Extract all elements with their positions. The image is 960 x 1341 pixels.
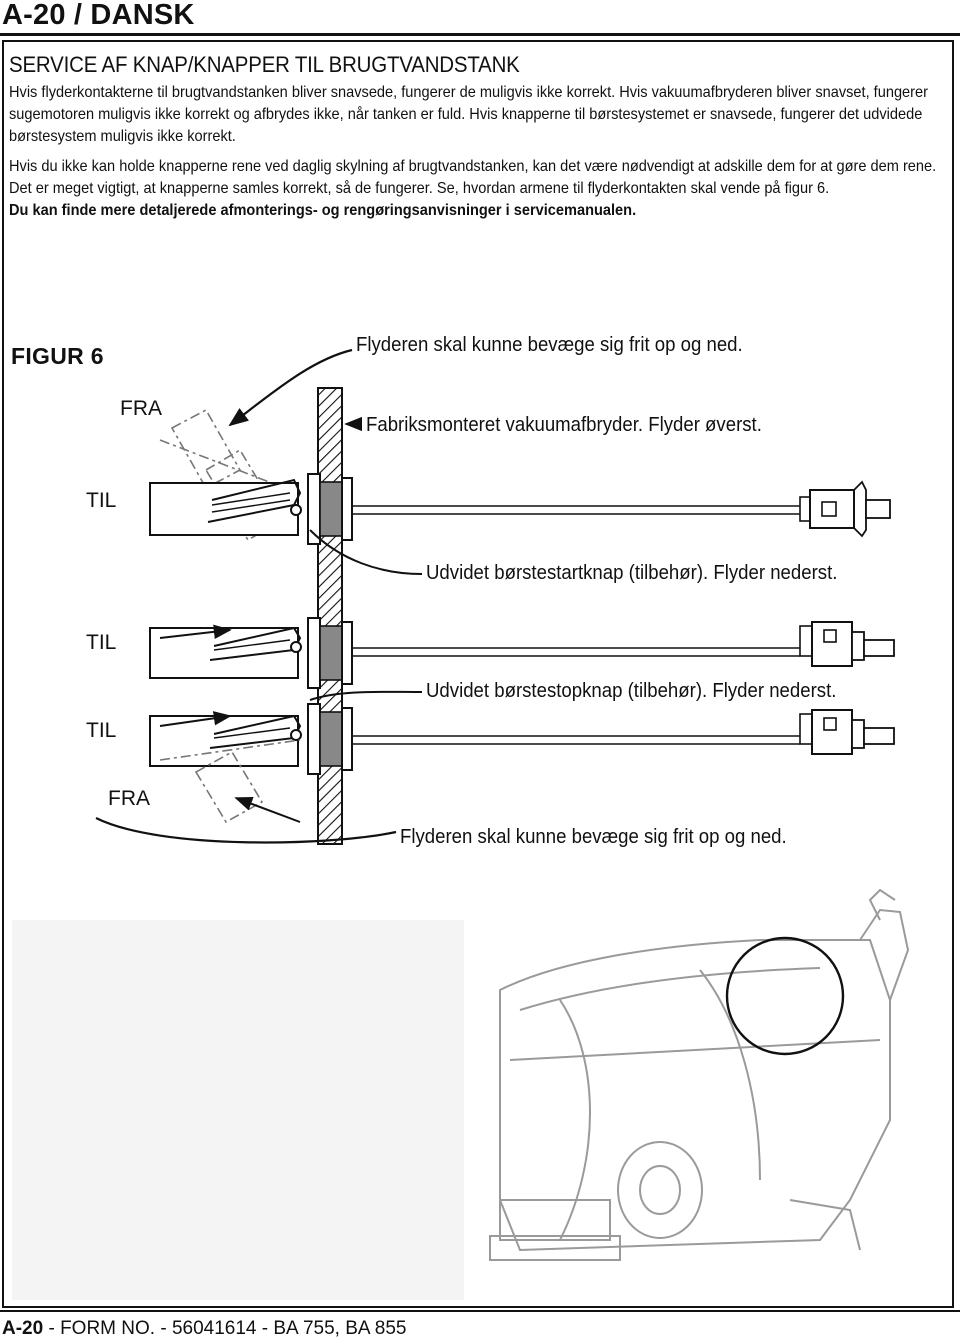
label-top-free: Flyderen skal kunne bevæge sig frit op o… xyxy=(356,334,743,356)
leader-fra-bottom xyxy=(234,796,301,823)
position-til-2: TIL xyxy=(86,631,117,654)
page-footer: A-20 - FORM NO. - 56041614 - BA 755, BA … xyxy=(2,1318,406,1340)
position-fra-bottom: FRA xyxy=(108,787,150,810)
figure-title: FIGUR 6 xyxy=(11,343,104,369)
position-til-1: TIL xyxy=(86,489,117,512)
label-vacuum: Fabriksmonteret vakuumafbryder. Flyder ø… xyxy=(366,414,762,436)
leader-bottom-free xyxy=(95,817,397,844)
leader-brush-start xyxy=(309,529,423,575)
float-switch-2 xyxy=(149,617,895,689)
leader-brush-stop xyxy=(309,690,423,701)
footer-page-number: A-20 xyxy=(2,1318,44,1339)
paragraph-cleaning: Hvis du ikke kan holde knapperne rene ve… xyxy=(9,156,937,222)
paragraph-line: sugemotoren muligvis ikke korrekt og afb… xyxy=(9,106,923,123)
leader-til-2 xyxy=(159,624,232,639)
paragraph-intro: Hvis flyderkontakterne til brugtvandstan… xyxy=(9,82,928,148)
paragraph-line: Hvis flyderkontakterne til brugtvandstan… xyxy=(9,84,928,101)
page-header: A-20 / DANSK xyxy=(2,0,195,31)
footer-rule xyxy=(0,1310,960,1312)
label-brush-start: Udvidet børstestartknap (tilbehør). Flyd… xyxy=(426,562,838,584)
paragraph-line: Det er meget vigtigt, at knapperne samle… xyxy=(9,180,830,197)
footer-form: - FORM NO. - 56041614 - BA 755, BA 855 xyxy=(43,1318,407,1339)
label-brush-stop: Udvidet børstestopknap (tilbehør). Flyde… xyxy=(426,680,837,702)
paragraph-line: børstesystem muligvis ikke korrekt. xyxy=(9,128,236,145)
position-fra-top: FRA xyxy=(120,397,162,420)
content-frame xyxy=(2,40,954,1308)
label-bottom-free: Flyderen skal kunne bevæge sig frit op o… xyxy=(400,826,787,848)
float-fra-bottom xyxy=(159,739,301,824)
machine-illustration xyxy=(489,888,910,1261)
paragraph-note: Du kan finde mere detaljerede afmonterin… xyxy=(9,202,637,219)
float-switch-3 xyxy=(149,703,895,775)
float-switch-1 xyxy=(149,473,891,545)
placeholder-panel xyxy=(12,920,464,1300)
paragraph-line: Hvis du ikke kan holde knapperne rene ve… xyxy=(9,158,937,175)
header-rule xyxy=(0,33,960,36)
section-title: SERVICE AF KNAP/KNAPPER TIL BRUGTVANDSTA… xyxy=(9,52,520,77)
leader-til-3 xyxy=(159,711,232,727)
leader-top-free xyxy=(228,348,353,427)
tank-wall xyxy=(317,387,343,845)
position-til-3: TIL xyxy=(86,719,117,742)
